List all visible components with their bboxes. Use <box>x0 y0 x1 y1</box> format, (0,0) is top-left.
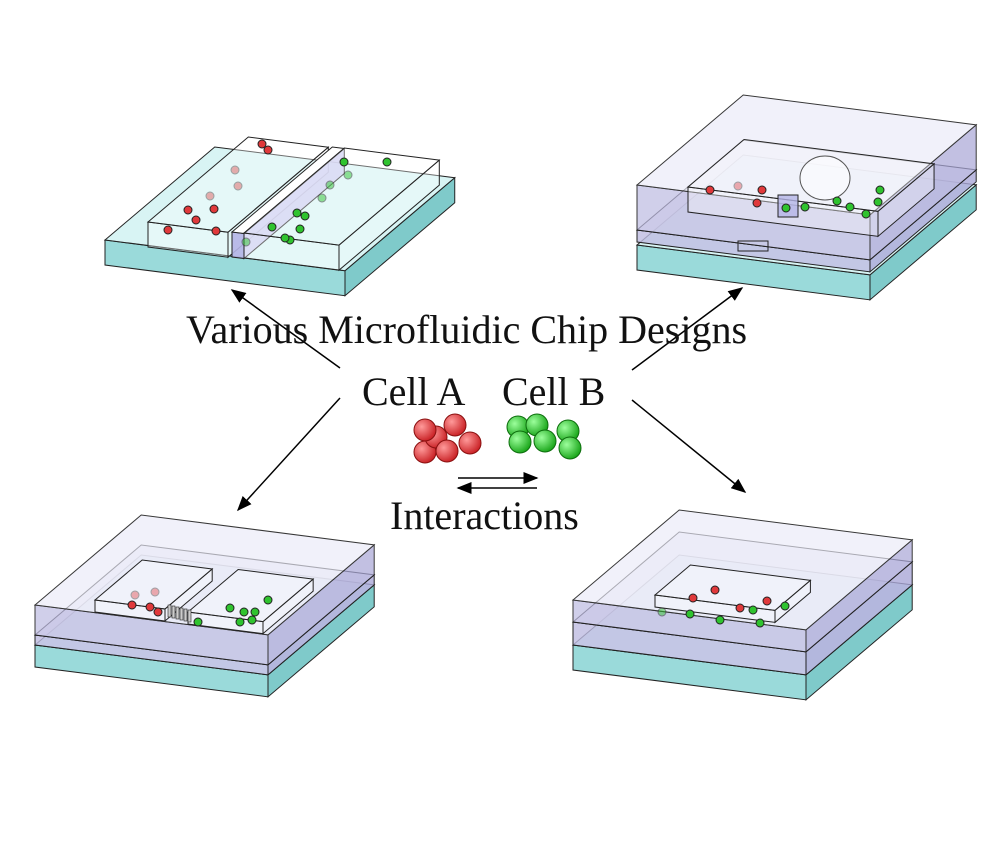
micropillar <box>179 607 184 621</box>
cell-a-dot <box>127 600 137 610</box>
cell-b-dot <box>800 202 810 212</box>
cell-a-label: Cell A <box>362 369 466 414</box>
cell-a-dot <box>688 593 698 603</box>
chip-micropillar <box>33 514 376 698</box>
cell-a-dot <box>752 198 762 208</box>
micropillar <box>175 606 180 620</box>
cell-a-dot <box>163 225 173 235</box>
cell-a <box>443 413 467 437</box>
cell-b-dot <box>292 208 302 218</box>
cell-b-dot <box>339 157 349 167</box>
cell-b-dot <box>247 615 257 625</box>
cell-b-dot <box>861 209 871 219</box>
cell-b <box>508 430 532 454</box>
cell-a-dot <box>145 602 155 612</box>
cell-b-dot <box>235 617 245 627</box>
cell-b-dot <box>780 601 790 611</box>
cell-a-dot <box>233 181 243 191</box>
arrow-to-top-right <box>631 287 744 371</box>
dome <box>799 155 851 201</box>
cell-b-dot <box>781 203 791 213</box>
cell-a <box>413 418 437 442</box>
culture-chamber <box>653 564 812 624</box>
cell-a-dot <box>257 139 267 149</box>
arrow-to-bottom-right <box>631 399 747 493</box>
cell-a-dot <box>733 181 743 191</box>
cell-b-dot <box>267 222 277 232</box>
cell-a-dot <box>230 165 240 175</box>
cell-b-dot <box>193 617 203 627</box>
cell-a-dot <box>153 607 163 617</box>
cell-b-dot <box>343 170 353 180</box>
pdms-top-layer <box>635 94 978 261</box>
chamber-left-top-face <box>93 559 214 610</box>
cell-b-dot <box>325 180 335 190</box>
cell-b-dot <box>382 157 392 167</box>
cell-a-dot <box>735 603 745 613</box>
cell-b-dot <box>748 605 758 615</box>
cell-a-dot <box>130 590 140 600</box>
cell-b-dot <box>715 615 725 625</box>
cell-b-dot <box>295 224 305 234</box>
diagram-title: Various Microfluidic Chip Designs <box>186 307 748 352</box>
cell-b-dot <box>250 607 260 617</box>
chip-two-chamber <box>103 136 456 297</box>
cell-a-dot <box>211 226 221 236</box>
cell-a-dot <box>710 585 720 595</box>
cell-b-dot <box>263 595 273 605</box>
cell-a-dot <box>205 191 215 201</box>
pdms-top-layer-top-face <box>571 509 914 631</box>
cell-b-dot <box>317 193 327 203</box>
cell-a-dot <box>705 185 715 195</box>
cell-a-dot <box>762 596 772 606</box>
cell-b <box>558 436 582 460</box>
cell-b-dot <box>225 603 235 613</box>
cell-a-dot <box>191 215 201 225</box>
cell-b-dot <box>685 609 695 619</box>
cell-b-dot <box>239 607 249 617</box>
cell-a-dot <box>263 145 273 155</box>
cell-a-dot <box>150 587 160 597</box>
micropillar <box>183 608 188 622</box>
cell-b <box>533 429 557 453</box>
chamber-right <box>242 147 441 272</box>
separator-wall-front-face <box>231 231 245 260</box>
micropillar <box>187 609 192 623</box>
cell-a <box>435 439 459 463</box>
micropillar <box>167 604 172 618</box>
cell-b-dot <box>241 237 251 247</box>
bottom-channel <box>737 240 769 252</box>
chamber-right-top-face <box>242 147 441 246</box>
cell-a-dot <box>183 205 193 215</box>
micropillar <box>171 605 176 619</box>
cell-a <box>458 431 482 455</box>
cell-b-label: Cell B <box>502 369 606 414</box>
interactions-label: Interactions <box>390 493 579 538</box>
chip-layered-membrane <box>635 94 978 301</box>
chip-stacked-chamber <box>571 509 914 701</box>
chamber-left-top-face <box>146 136 330 233</box>
cell-b-dot <box>873 197 883 207</box>
cell-b-dot <box>755 618 765 628</box>
cell-a-dot <box>757 185 767 195</box>
cell-b-dot <box>845 202 855 212</box>
pdms-top-layer <box>571 509 914 653</box>
cell-b-dot <box>875 185 885 195</box>
cell-b-dot <box>300 211 310 221</box>
cell-b-dot <box>280 233 290 243</box>
arrow-to-top-left <box>230 289 341 369</box>
arrow-to-bottom-left <box>236 397 341 512</box>
cell-b-dot <box>657 607 667 617</box>
cell-a-dot <box>209 204 219 214</box>
cell-b-dot <box>832 196 842 206</box>
